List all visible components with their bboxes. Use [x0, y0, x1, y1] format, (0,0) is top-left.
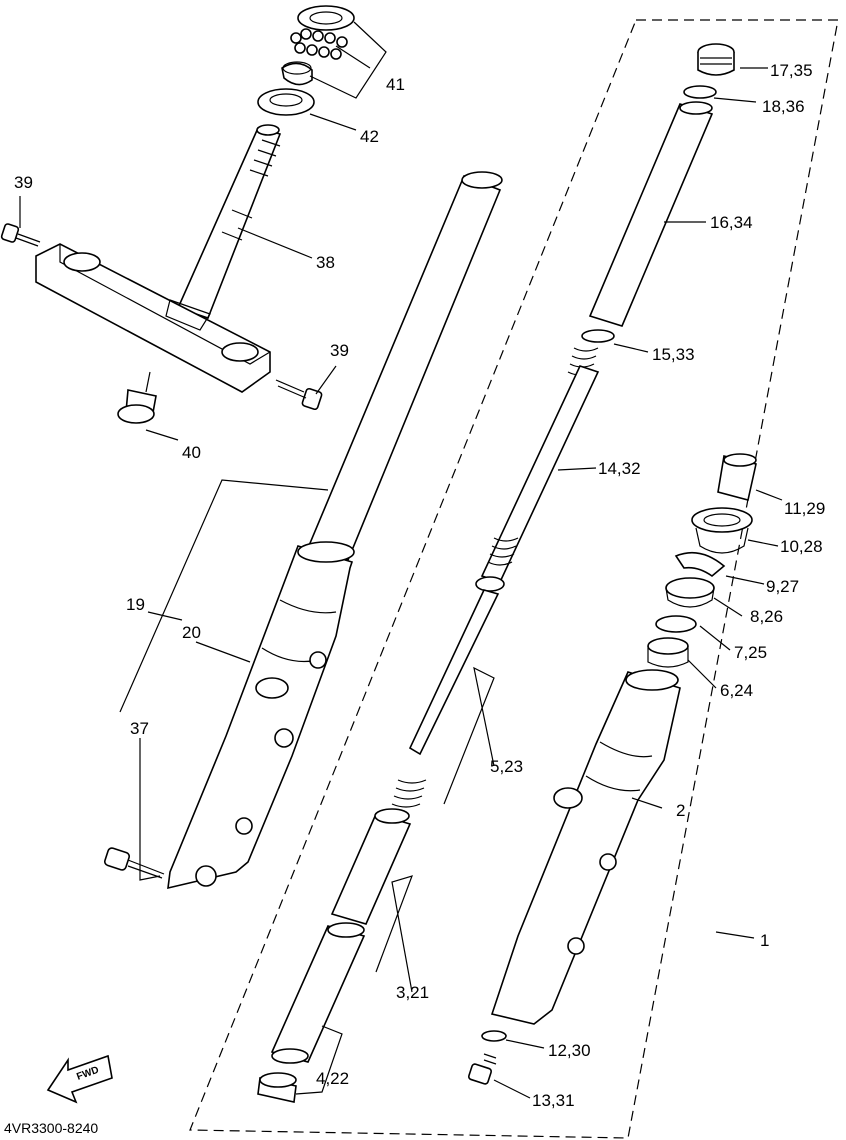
damper-rod	[391, 365, 600, 808]
inner-tube-left	[306, 171, 503, 561]
fork-spring-upper	[567, 347, 599, 376]
callout-11-29: 11,29	[784, 499, 825, 518]
callout-13-31: 13,31	[532, 1091, 575, 1110]
callout-8-26: 8,26	[750, 607, 783, 626]
callout-2: 2	[676, 801, 685, 820]
assembly-group-boundary	[189, 19, 839, 1139]
callout-10-28: 10,28	[780, 537, 823, 556]
callout-16-34: 16,34	[710, 213, 753, 232]
callout-3-21: 3,21	[396, 983, 429, 1002]
callout-42: 42	[360, 127, 379, 146]
callout-9-27: 9,27	[766, 577, 799, 596]
o-ring-top	[683, 85, 717, 99]
outer-bushing	[647, 637, 689, 668]
dust-seal-cap	[717, 453, 757, 501]
damper-cylinder	[330, 808, 412, 925]
callout-17-35: 17,35	[770, 61, 813, 80]
slide-bushing	[257, 1072, 297, 1103]
leader-lines	[19, 21, 783, 1099]
spring-seat-washer	[581, 329, 615, 343]
callout-1: 1	[760, 931, 769, 950]
callout-41: 41	[386, 75, 405, 94]
diagram-code: 4VR3300-8240	[4, 1120, 98, 1136]
callout-39-right: 39	[330, 341, 349, 360]
callout-37: 37	[130, 719, 149, 738]
stem-nut	[117, 389, 157, 424]
outer-tube-left	[167, 541, 355, 890]
callout-40: 40	[182, 443, 201, 462]
bearing-race-lower	[257, 88, 315, 116]
callout-20: 20	[182, 623, 201, 642]
bearing-race-cone	[281, 61, 313, 86]
outer-tube-right	[490, 669, 681, 1025]
drain-bolt	[467, 1053, 497, 1085]
oil-lock-piece	[270, 922, 366, 1064]
bearing-race-upper	[297, 5, 355, 31]
drain-washer	[481, 1030, 507, 1042]
washer-seal	[655, 615, 697, 633]
bearing-balls	[290, 28, 348, 60]
callout-14-32: 14,32	[598, 459, 641, 478]
callout-15-33: 15,33	[652, 345, 695, 364]
callout-39-left: 39	[14, 173, 33, 192]
callout-5-23: 5,23	[490, 757, 523, 776]
pinch-bolt-left	[0, 223, 41, 247]
under-bracket	[35, 243, 271, 393]
callout-6-24: 6,24	[720, 681, 753, 700]
steering-stem	[176, 124, 282, 319]
oil-seal	[665, 577, 715, 608]
callout-18-36: 18,36	[762, 97, 805, 116]
fwd-arrow-icon: FWD	[46, 1054, 113, 1104]
retaining-clip	[674, 551, 726, 578]
spacer-tube	[588, 101, 714, 327]
callout-19: 19	[126, 595, 145, 614]
pinch-bolt-right	[275, 379, 323, 411]
dust-seal	[691, 507, 753, 554]
cap-bolt	[697, 43, 735, 76]
callout-12-30: 12,30	[548, 1041, 591, 1060]
callout-4-22: 4,22	[316, 1069, 349, 1088]
axle-bolt	[103, 847, 165, 879]
callout-7-25: 7,25	[734, 643, 767, 662]
callout-38: 38	[316, 253, 335, 272]
